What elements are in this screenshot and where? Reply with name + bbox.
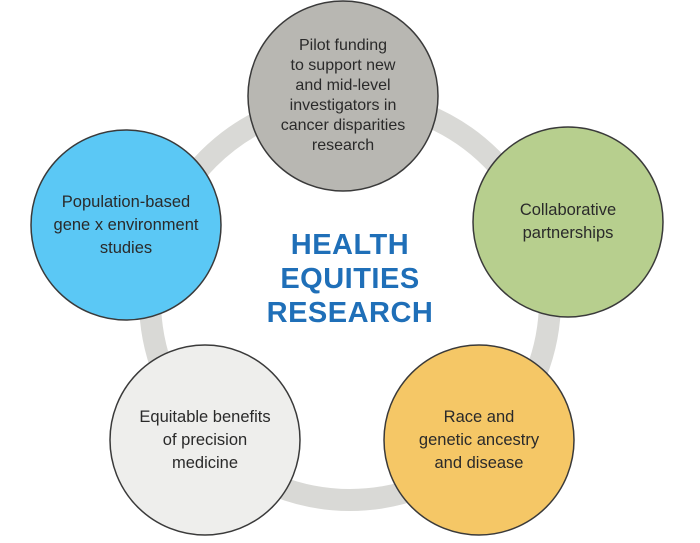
node-label-line: Pilot funding <box>298 37 388 54</box>
node-label-line: Collaborative <box>519 201 617 219</box>
node-label-line: investigators in <box>289 97 397 114</box>
node-label-line: cancer disparities <box>280 117 406 134</box>
node-label-population-based: Population-based gene x environment studie… <box>46 150 206 300</box>
node-circle-equitable-benefits <box>109 344 301 536</box>
node-circles <box>30 0 664 536</box>
node-circle-pilot-funding <box>247 0 439 192</box>
node-label-equitable-benefits: Equitable benefits of precision medicine <box>125 365 285 515</box>
node-label-line: Equitable benefits <box>139 407 271 426</box>
node-label-race-genetic-ancestry: Race and genetic ancestry and disease <box>399 365 559 515</box>
center-title-line-3: RESEARCH <box>266 297 434 329</box>
node-label-line: Race and <box>443 407 515 426</box>
node-label-line: gene x environment <box>53 215 199 234</box>
node-circle-race-genetic-ancestry <box>383 344 575 536</box>
node-label-line: to support new <box>290 57 396 74</box>
center-title: HEALTH EQUITIES RESEARCH <box>230 228 470 330</box>
node-circle-population-based <box>30 129 222 321</box>
node-label-line: genetic ancestry <box>418 430 540 449</box>
center-title-line-2: EQUITIES <box>280 263 420 295</box>
center-title-line-1: HEALTH <box>290 229 410 261</box>
node-circle-collaborative-partnerships <box>472 126 664 318</box>
node-label-line: research <box>311 137 375 154</box>
node-label-pilot-funding: Pilot funding to support new and mid-level… <box>263 21 423 171</box>
node-label-collaborative-partnerships: Collaborative partnerships <box>488 147 648 297</box>
node-label-line: Population-based <box>61 192 191 211</box>
node-label-line: partnerships <box>522 224 614 242</box>
node-label-line: studies <box>99 238 153 257</box>
node-label-line: and mid-level <box>295 77 391 94</box>
node-label-line: of precision <box>162 430 248 449</box>
node-label-line: medicine <box>171 453 239 472</box>
node-label-line: and disease <box>434 453 524 472</box>
